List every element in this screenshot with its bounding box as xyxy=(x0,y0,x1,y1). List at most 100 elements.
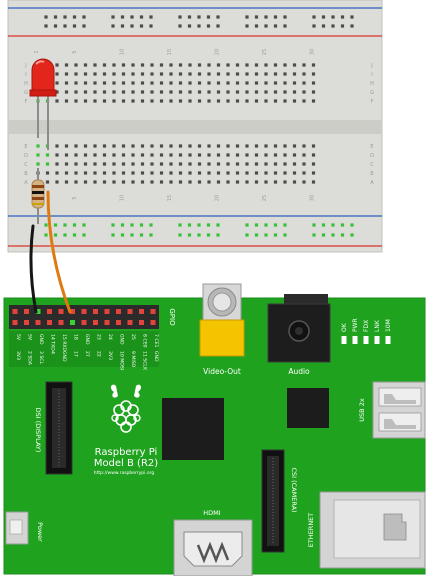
rail-hole xyxy=(245,15,249,19)
breadboard-hole xyxy=(216,180,221,184)
breadboard-hole xyxy=(226,180,230,184)
breadboard-hole xyxy=(216,162,221,166)
column-number-top: 5 xyxy=(72,50,78,53)
rail-hole xyxy=(331,24,335,28)
breadboard-hole xyxy=(178,72,183,76)
breadboard-hole xyxy=(131,90,135,94)
breadboard-hole xyxy=(55,63,59,67)
breadboard-hole xyxy=(235,72,240,76)
breadboard-hole xyxy=(74,153,78,157)
soc-chip xyxy=(162,398,224,460)
breadboard-hole xyxy=(121,81,126,85)
rail-hole xyxy=(283,233,287,237)
breadboard-hole xyxy=(283,81,287,85)
breadboard-hole xyxy=(264,153,268,157)
breadboard-hole xyxy=(36,144,40,148)
breadboard-hole xyxy=(64,90,69,94)
row-letter-left: D xyxy=(24,153,28,159)
breadboard-hole xyxy=(64,99,69,103)
gpio-top-pin-label: 24 xyxy=(107,334,113,340)
breadboard-hole xyxy=(302,153,306,157)
breadboard-hole xyxy=(188,153,192,157)
breadboard-hole xyxy=(273,63,278,67)
csi-label: CSI (CAMERA) xyxy=(290,467,298,512)
rail-hole xyxy=(149,15,153,19)
breadboard-hole xyxy=(197,72,202,76)
breadboard-hole xyxy=(273,99,278,103)
row-letter-left: F xyxy=(25,99,28,105)
breadboard-hole xyxy=(83,144,88,148)
gpio-bottom-pin-label: 3V3 xyxy=(107,351,113,360)
breadboard-hole xyxy=(254,162,259,166)
breadboard-hole xyxy=(93,63,97,67)
breadboard-hole xyxy=(93,162,97,166)
gpio-pin xyxy=(35,309,41,314)
rail-hole xyxy=(120,15,125,19)
gpio-pin xyxy=(70,320,75,325)
column-number-bottom: 20 xyxy=(215,195,221,201)
breadboard-hole xyxy=(112,162,116,166)
gpio-top-pin-label: 7 CE1 xyxy=(153,334,159,347)
breadboard-hole xyxy=(264,180,268,184)
breadboard-hole xyxy=(188,144,192,148)
breadboard-hole xyxy=(93,144,97,148)
breadboard-hole xyxy=(245,72,249,76)
rail-hole xyxy=(53,24,58,28)
breadboard-hole xyxy=(302,81,306,85)
breadboard-hole xyxy=(197,81,202,85)
rail-hole xyxy=(350,223,354,227)
rail-hole xyxy=(111,24,115,28)
black-ground-wire xyxy=(29,224,38,314)
raspberry-logo-icon xyxy=(110,384,142,433)
breadboard-hole xyxy=(159,144,164,148)
gpio-pin xyxy=(93,309,98,314)
rail-hole xyxy=(197,24,201,28)
gpio-top-pin-label: 5V xyxy=(15,334,21,341)
breadboard-hole xyxy=(245,171,249,175)
breadboard-hole xyxy=(112,153,116,157)
breadboard-hole xyxy=(216,171,221,175)
rail-hole xyxy=(245,24,249,28)
breadboard-hole xyxy=(64,63,69,67)
breadboard-hole xyxy=(150,90,154,94)
status-led-label: OK xyxy=(341,322,348,332)
breadboard-hole xyxy=(159,153,164,157)
column-number-top: 1 xyxy=(34,50,40,53)
breadboard-hole xyxy=(178,171,183,175)
column-number-bottom: 10 xyxy=(120,195,126,201)
breadboard-hole xyxy=(226,171,230,175)
breadboard-hole xyxy=(140,72,145,76)
rail-hole xyxy=(139,223,144,227)
rail-hole xyxy=(321,24,326,28)
rail-hole xyxy=(82,223,86,227)
rail-hole xyxy=(53,15,58,19)
breadboard-hole xyxy=(264,63,268,67)
row-letter-left: B xyxy=(24,171,28,177)
video-out-connector: Video-Out xyxy=(199,283,245,376)
status-led xyxy=(385,336,391,344)
rail-hole xyxy=(283,15,287,19)
gpio-pin xyxy=(58,309,64,314)
gpio-top-pin-label: 8 CE0 xyxy=(142,334,148,347)
breadboard-hole xyxy=(112,171,116,175)
breadboard-hole xyxy=(93,72,97,76)
breadboard-hole xyxy=(207,81,211,85)
gpio-pin xyxy=(150,309,156,314)
resistor-icon xyxy=(31,168,45,224)
breadboard-hole xyxy=(178,153,183,157)
rail-hole xyxy=(264,223,268,227)
rail-hole xyxy=(197,233,201,237)
breadboard-hole xyxy=(121,180,126,184)
gpio-bottom-pin-label: GND xyxy=(153,351,159,362)
usb-ethernet-chip xyxy=(287,388,329,428)
breadboard-hole xyxy=(45,180,50,184)
row-letter-right: I xyxy=(371,72,372,78)
breadboard-hole xyxy=(283,144,287,148)
column-number-bottom: 30 xyxy=(310,195,316,201)
rail-hole xyxy=(120,223,125,227)
row-letter-left: H xyxy=(24,81,28,87)
gpio-top-pin-label: GND xyxy=(119,334,125,345)
rail-hole xyxy=(312,223,316,227)
